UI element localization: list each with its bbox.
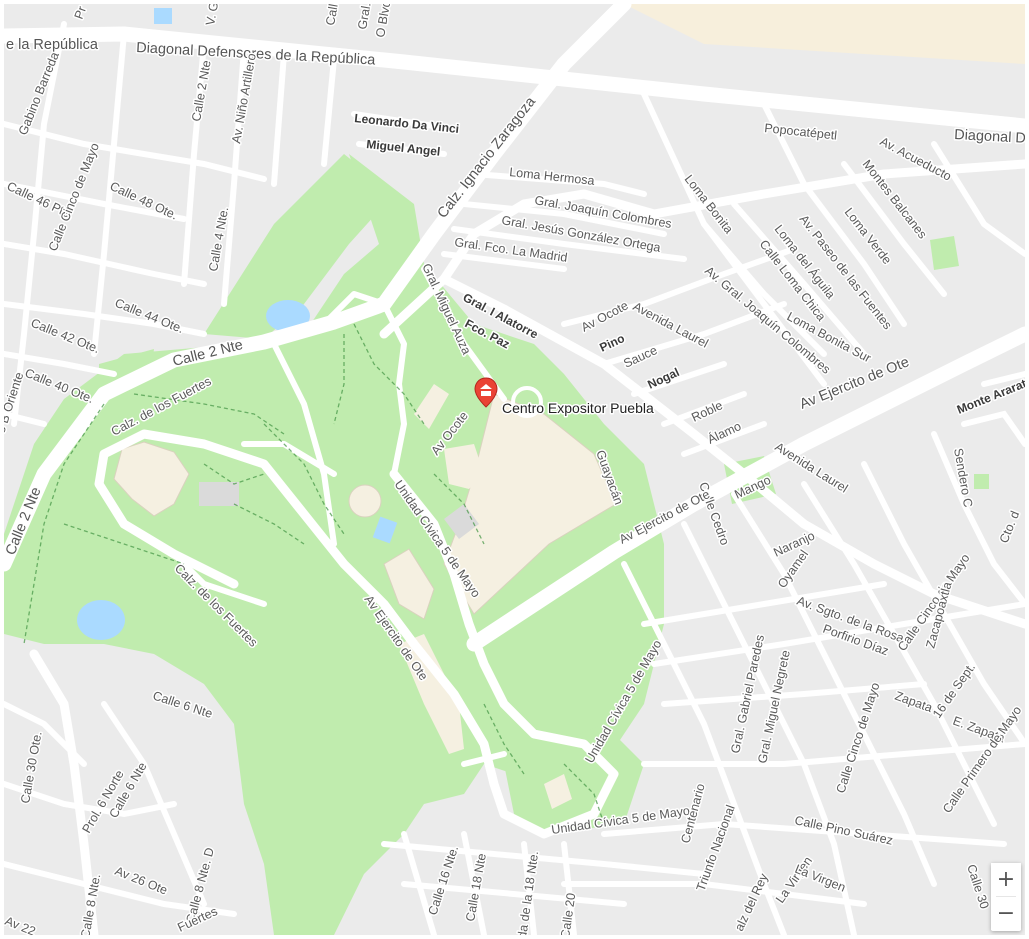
roads-major [4, 4, 1025, 652]
lake-north [266, 300, 310, 332]
label-la-republica: e la República [6, 37, 99, 53]
label-diagonal-d: Diagonal D [954, 127, 1025, 147]
label-calle-top-v: V. G [203, 4, 221, 27]
museum-building [383, 548, 435, 620]
fort-loreto [113, 441, 190, 517]
park-lower-south [504, 724, 644, 834]
zoom-in-button[interactable]: + [991, 863, 1021, 896]
track-oval [511, 386, 543, 418]
park-north-wedge [204, 154, 394, 339]
building-complex [444, 444, 484, 489]
pond-top [154, 8, 172, 24]
map-canvas[interactable]: Centro Expositor Puebla e la República D… [4, 4, 1025, 935]
building-south [544, 774, 572, 809]
zoom-out-button[interactable]: − [991, 897, 1021, 930]
poi-label[interactable]: Centro Expositor Puebla [501, 399, 656, 418]
map-viewport[interactable]: Centro Expositor Puebla e la República D… [4, 4, 1025, 935]
poi-marker[interactable] [474, 377, 498, 408]
park-ne-square [930, 236, 959, 270]
museum-icon [480, 384, 492, 396]
building-strip [399, 634, 464, 754]
zoom-divider [996, 896, 1016, 897]
zoom-controls: + − [991, 863, 1021, 931]
label-calle-top-pr: Pr [72, 4, 89, 21]
label-calle-20: Calle 20 [558, 892, 578, 935]
expo-center-building [443, 393, 617, 615]
lake-west [77, 600, 125, 640]
building-north-park [414, 384, 449, 429]
roads-minor [4, 21, 1025, 935]
sand-area [624, 4, 1025, 64]
planetarium [348, 484, 382, 518]
park-right-small [974, 474, 989, 489]
park-trails [23, 323, 605, 825]
pool [372, 516, 398, 544]
building-gray-1 [199, 482, 239, 506]
building-gray-2 [444, 504, 479, 539]
